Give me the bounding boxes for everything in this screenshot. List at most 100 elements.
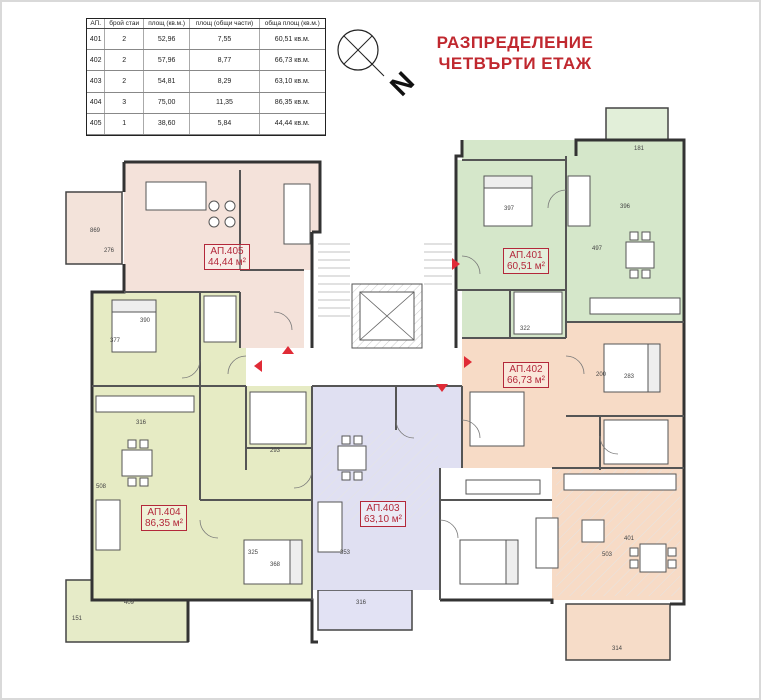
- bath-402: [603, 419, 669, 465]
- title-line-1: РАЗПРЕДЕЛЕНИЕ: [436, 33, 594, 52]
- apartment-name: АП.401: [509, 250, 543, 261]
- table-cell: 7,55: [189, 28, 260, 51]
- table-cell: 38,60: [143, 113, 191, 136]
- dim-label: 401: [624, 536, 635, 542]
- table-cell: 54,81: [143, 70, 191, 93]
- balcony-405: [65, 191, 123, 265]
- table-cell: 5,84: [189, 113, 260, 136]
- sofa-403: [317, 501, 343, 553]
- dining-table-404: [121, 449, 153, 477]
- table-cell: 2: [104, 70, 144, 93]
- balcony-402: [565, 603, 671, 661]
- apartment-name: АП.402: [509, 364, 543, 375]
- table-cell: 3: [104, 92, 144, 114]
- chairs: [127, 200, 677, 569]
- table-header: площ (кв.м.): [143, 19, 191, 29]
- dim-label: 353: [340, 550, 351, 556]
- apartment-label-405: АП.405 44,44 м²: [204, 244, 251, 270]
- apartment-label-404: АП.404 86,35 м²: [141, 505, 188, 531]
- sofa-404: [95, 499, 121, 551]
- dim-label: 181: [634, 146, 645, 152]
- area-table-grid: АП. брой стаи площ (кв.м.) площ (общи ча…: [87, 19, 325, 136]
- area-ap404: [92, 292, 312, 600]
- table-cell: 60,51 кв.м.: [259, 28, 325, 51]
- table-header: обща площ (кв.м.): [259, 19, 325, 29]
- apartment-label-403: АП.403 63,10 м²: [360, 501, 407, 527]
- table-row: 403 2 54,81 8,29 63,10 кв.м.: [87, 70, 325, 93]
- table-cell: 2: [104, 28, 144, 51]
- table-cell: 405: [87, 113, 106, 136]
- dim-label: 316: [356, 600, 367, 606]
- dining-table-401: [625, 241, 655, 269]
- dim-label: 869: [90, 228, 101, 234]
- table-cell: 401: [87, 28, 106, 51]
- apartment-label-402: АП.402 66,73 м²: [503, 362, 550, 388]
- apartment-area: 66,73 м²: [507, 375, 546, 386]
- furniture: [95, 175, 681, 585]
- apartment-name: АП.404: [147, 507, 181, 518]
- interior-walls: [92, 156, 684, 600]
- dim-label: 200: [596, 372, 607, 378]
- table-cell: 86,35 кв.м.: [259, 92, 325, 114]
- table-header-row: АП. брой стаи площ (кв.м.) площ (общи ча…: [87, 19, 325, 29]
- dim-label: 409: [124, 600, 135, 606]
- apartment-area: 63,10 м²: [364, 514, 403, 525]
- table-cell: 8,77: [189, 49, 260, 72]
- dim-label: 377: [110, 338, 121, 344]
- dim-label: 293: [270, 448, 281, 454]
- kitchen-405: [283, 183, 311, 245]
- entrance-markers: [254, 258, 472, 392]
- table-cell: 52,96: [143, 28, 191, 51]
- dim-label: 314: [612, 646, 623, 652]
- table-header: брой стаи: [104, 19, 144, 29]
- table-cell: 1: [104, 113, 144, 136]
- apartment-name: АП.403: [366, 503, 400, 514]
- bath-401: [513, 291, 563, 335]
- door-swings: [181, 189, 619, 539]
- bath-405: [203, 295, 237, 343]
- table-cell: 11,35: [189, 92, 260, 114]
- table-header: АП.: [87, 19, 106, 29]
- kitchen-401: [589, 297, 681, 315]
- dimension-labels: 869 397 396 497 390 377 316 508 325 368 …: [72, 146, 645, 652]
- table-row: 401 2 52,96 7,55 60,51 кв.м.: [87, 28, 325, 51]
- table-cell: 8,29: [189, 70, 260, 93]
- balcony-403: [317, 589, 413, 631]
- dim-label: 316: [136, 420, 147, 426]
- kitchen-404: [95, 395, 195, 413]
- table-row: 404 3 75,00 11,35 86,35 кв.м.: [87, 92, 325, 114]
- page-title: РАЗПРЕДЕЛЕНИЕ ЧЕТВЪРТИ ЕТАЖ: [400, 32, 630, 74]
- area-table: АП. брой стаи площ (кв.м.) площ (общи ча…: [86, 18, 326, 136]
- dim-label: 503: [602, 552, 613, 558]
- table-cell: 44,44 кв.м.: [259, 113, 325, 136]
- kitchen-402: [563, 473, 677, 491]
- table-cell: 57,96: [143, 49, 191, 72]
- apartment-area: 86,35 м²: [145, 518, 184, 529]
- table-cell: 402: [87, 49, 106, 72]
- bath-404: [249, 391, 307, 445]
- table-cell: 404: [87, 92, 106, 114]
- dining-table-403: [337, 445, 367, 471]
- dim-label: 508: [96, 484, 107, 490]
- sofa-401: [567, 175, 591, 227]
- dim-label: 397: [504, 206, 515, 212]
- table-row: 405 1 38,60 5,84 44,44 кв.м.: [87, 113, 325, 136]
- title-line-2: ЧЕТВЪРТИ ЕТАЖ: [438, 54, 592, 73]
- table-cell: 75,00: [143, 92, 191, 114]
- apartment-name: АП.405: [210, 246, 244, 257]
- apartment-label-401: АП.401 60,51 м²: [503, 248, 550, 274]
- sofa-405: [145, 181, 207, 211]
- dim-label: 497: [592, 246, 603, 252]
- table-cell: 2: [104, 49, 144, 72]
- table-cell: 66,73 кв.м.: [259, 49, 325, 72]
- north-compass: [337, 29, 385, 77]
- dim-label: 368: [270, 562, 281, 568]
- bath-403: [469, 391, 525, 447]
- table-header: площ (общи части): [189, 19, 260, 29]
- dining-table-402: [639, 543, 667, 573]
- dim-label: 322: [520, 326, 531, 332]
- dim-label: 151: [72, 616, 83, 622]
- apartment-area: 44,44 м²: [208, 257, 247, 268]
